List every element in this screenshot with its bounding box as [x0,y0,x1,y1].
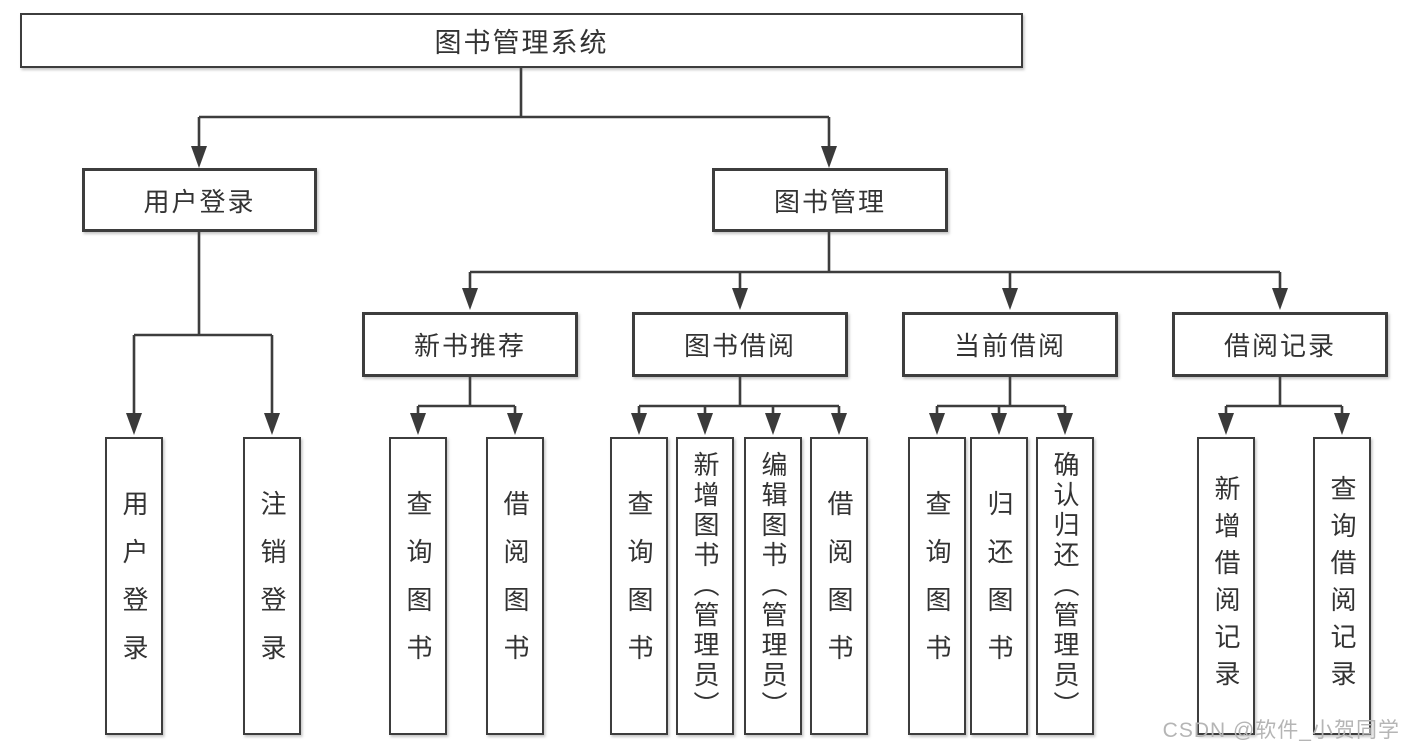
leaf-label: 确认归还（管理员） [1050,451,1080,721]
node-label: 借阅记录 [1223,331,1336,361]
node-book-management: 图书管理 [712,168,948,232]
leaf-logout: 注销登录 [243,437,301,735]
leaf-label: 借阅图书 [824,490,854,682]
node-label: 图书管理 [773,186,886,217]
leaf-user-login: 用户登录 [105,437,163,735]
leaf-label: 新增借阅记录 [1211,475,1241,697]
leaf-label: 查询图书 [922,490,952,682]
leaf-return-books: 归还图书 [970,437,1028,735]
leaf-borrow-books-recommend: 借阅图书 [486,437,544,735]
node-label: 图书管理系统 [434,28,609,58]
leaf-label: 查询图书 [403,490,433,682]
leaf-query-borrow-record: 查询借阅记录 [1313,437,1371,735]
node-book-borrowing: 图书借阅 [632,312,848,377]
node-label: 当前借阅 [953,331,1066,361]
leaf-label: 查询借阅记录 [1327,475,1357,697]
leaf-query-books-current: 查询图书 [908,437,966,735]
leaf-label: 借阅图书 [500,490,530,682]
node-library-management-system: 图书管理系统 [20,13,1023,68]
node-label: 用户登录 [143,186,256,217]
leaf-label: 归还图书 [984,490,1014,682]
leaf-add-borrow-record: 新增借阅记录 [1197,437,1255,735]
leaf-borrow-books-borrowing: 借阅图书 [810,437,868,735]
node-label: 图书借阅 [683,331,796,361]
leaf-label: 用户登录 [119,490,149,682]
watermark: CSDN @软件_小贺同学 [1162,719,1400,742]
node-label: 新书推荐 [413,331,526,361]
leaf-add-book-admin: 新增图书（管理员） [676,437,734,735]
node-borrowing-records: 借阅记录 [1172,312,1388,377]
leaf-label: 查询图书 [624,490,654,682]
leaf-query-books-recommend: 查询图书 [389,437,447,735]
node-user-login: 用户登录 [82,168,317,232]
leaf-label: 新增图书（管理员） [690,451,720,721]
leaf-label: 注销登录 [257,490,287,682]
leaf-confirm-return-admin: 确认归还（管理员） [1036,437,1094,735]
node-current-borrowing: 当前借阅 [902,312,1118,377]
leaf-label: 编辑图书（管理员） [758,451,788,721]
leaf-edit-book-admin: 编辑图书（管理员） [744,437,802,735]
node-new-book-recommendation: 新书推荐 [362,312,578,377]
leaf-query-books-borrowing: 查询图书 [610,437,668,735]
